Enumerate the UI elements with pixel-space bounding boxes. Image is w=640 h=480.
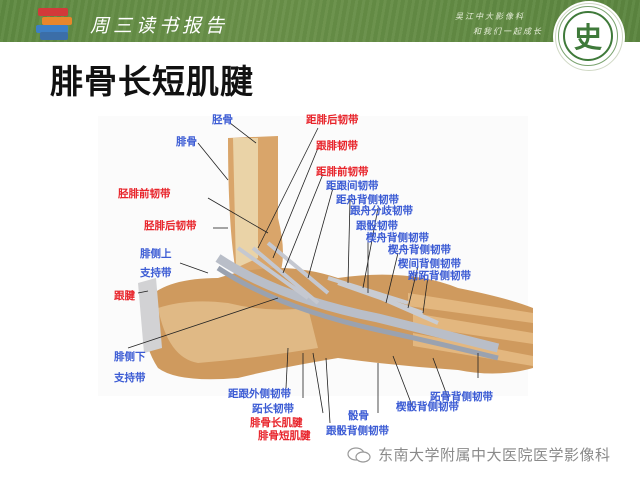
seal-glyph: 史 bbox=[573, 21, 602, 54]
label-dorsal-metatarsal-ligament: 跖骨背侧韧带 bbox=[430, 391, 493, 403]
label-posterior-talofibular-ligament: 距腓后韧带 bbox=[306, 114, 359, 126]
label-posterior-tibiofibular-ligament: 胫腓后韧带 bbox=[144, 220, 197, 232]
label-dorsal-cuneonavicular-ligament-2: 楔舟背侧韧带 bbox=[388, 244, 451, 256]
label-inferior-peroneal-retinaculum-1: 腓侧下 bbox=[114, 351, 146, 363]
label-superior-peroneal-retinaculum-1: 腓侧上 bbox=[140, 248, 172, 260]
header-banner: 周三读书报告 吴江中大影像科 和我们一起成长 bbox=[0, 0, 640, 42]
label-anterior-talofibular-ligament: 距腓前韧带 bbox=[316, 166, 369, 178]
brand-title: 周三读书报告 bbox=[90, 15, 229, 37]
watermark: 东南大学附属中大医院医学影像科 bbox=[346, 444, 611, 465]
label-fibula: 腓骨 bbox=[176, 136, 197, 148]
label-calcaneocuboid-ligament: 跟骰韧带 bbox=[356, 220, 398, 232]
label-lateral-talocalcaneal-ligament: 距跟外侧韧带 bbox=[228, 388, 291, 400]
motto-line-2: 和我们一起成长 bbox=[473, 27, 543, 36]
label-dorsal-tarsometatarsal-ligament: 跗跖背侧韧带 bbox=[408, 270, 471, 282]
ankle-anatomy-figure: 腓骨 胫腓前韧带 胫腓后韧带 腓侧上 支持带 跟腱 腓侧下 支持带 胫骨 距腓后… bbox=[78, 108, 533, 443]
banner-texture bbox=[0, 0, 640, 42]
books-logo-icon bbox=[34, 6, 74, 40]
label-dorsal-talonavicular-ligament: 距舟背侧韧带 bbox=[336, 194, 399, 206]
label-long-plantar-ligament: 跖长韧带 bbox=[252, 403, 294, 415]
department-seal-icon: 史 bbox=[555, 3, 623, 71]
label-dorsal-cuneocuboid-ligament: 楔骰背侧韧带 bbox=[396, 401, 459, 413]
label-cuboid: 骰骨 bbox=[348, 410, 369, 422]
ankle-ligament-illustration bbox=[98, 116, 533, 424]
label-bifurcate-ligament: 跟舟分歧韧带 bbox=[350, 205, 413, 217]
label-calcaneofibular-ligament: 跟腓韧带 bbox=[316, 140, 358, 152]
label-dorsal-intercuneiform-ligament: 楔间背侧韧带 bbox=[398, 258, 461, 270]
motto-line-1: 吴江中大影像科 bbox=[455, 12, 525, 21]
label-peroneus-longus-tendon: 腓骨长肌腱 bbox=[250, 417, 303, 429]
label-interosseous-talocalcaneal-ligament: 距跟间韧带 bbox=[326, 180, 379, 192]
label-peroneus-brevis-tendon: 腓骨短肌腱 bbox=[258, 430, 311, 442]
label-dorsal-calcaneocuboid-ligament: 跟骰背侧韧带 bbox=[326, 425, 389, 437]
slide-title: 腓骨长短肌腱 bbox=[50, 62, 254, 101]
label-anterior-tibiofibular-ligament: 胫腓前韧带 bbox=[118, 188, 171, 200]
label-superior-peroneal-retinaculum-2: 支持带 bbox=[140, 267, 172, 279]
label-tibia: 胫骨 bbox=[212, 114, 233, 126]
watermark-text: 东南大学附属中大医院医学影像科 bbox=[378, 446, 611, 464]
label-achilles-tendon: 跟腱 bbox=[114, 290, 135, 302]
wechat-icon bbox=[347, 446, 371, 463]
motto: 吴江中大影像科 和我们一起成长 bbox=[455, 9, 543, 39]
label-dorsal-cuneonavicular-ligament-1: 楔舟背侧韧带 bbox=[366, 232, 429, 244]
label-inferior-peroneal-retinaculum-2: 支持带 bbox=[114, 372, 146, 384]
